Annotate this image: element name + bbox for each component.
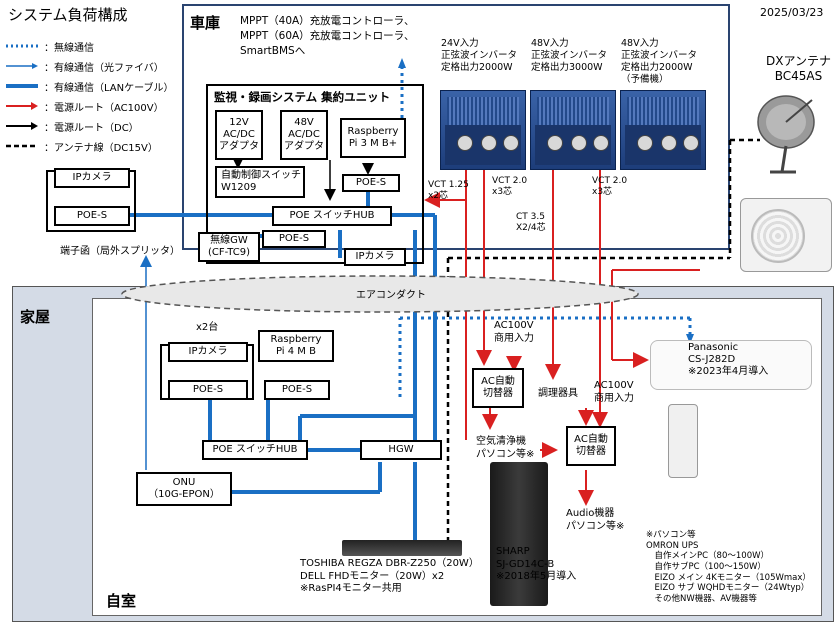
aircon-outdoor-unit bbox=[740, 198, 832, 272]
inverter-3-label: 48V入力 正弦波インバータ 定格出力2000W （予備機） bbox=[621, 38, 698, 85]
dx-antenna-icon bbox=[757, 95, 815, 174]
inverter-3 bbox=[620, 90, 706, 170]
raspberry-pi-4: Raspberry Pi 4 M B bbox=[258, 330, 334, 362]
house-label: 家屋 bbox=[20, 308, 51, 326]
legend-fiber: ：有線通信（光ファイバ） bbox=[4, 58, 164, 74]
legend-lan-line bbox=[6, 84, 38, 88]
date-label: 2025/03/23 bbox=[760, 6, 824, 19]
onu: ONU （10G-EPON） bbox=[136, 472, 232, 506]
aircon-label: Panasonic CS-J282D ※2023年4月導入 bbox=[688, 342, 769, 377]
legend-wireless: ：無線通信 bbox=[4, 38, 94, 54]
audio-label: Audio機器 パソコン等※ bbox=[566, 508, 625, 532]
legend-antenna-label: ：アンテナ線（DC15V） bbox=[44, 142, 158, 154]
legend-antenna: ：アンテナ線（DC15V） bbox=[4, 138, 158, 154]
legend-fiber-line bbox=[6, 63, 38, 69]
poe-s-house-camera: POE-S bbox=[168, 380, 248, 400]
refrigerator-icon bbox=[490, 462, 548, 606]
hgw-router: HGW bbox=[360, 440, 442, 460]
legend-lan: ：有線通信（LANケーブル） bbox=[4, 78, 174, 94]
inverter-2 bbox=[530, 90, 616, 170]
inverter-3-panel bbox=[625, 125, 701, 165]
adapter-12v: 12V AC/DC アダプタ bbox=[215, 110, 263, 160]
dimmer-label: 調理器具 bbox=[538, 388, 578, 399]
tv-recorder-icon bbox=[342, 540, 462, 556]
auto-control-switch: 自動制御スイッチ W1209 bbox=[215, 166, 305, 198]
inverter-2-label: 48V入力 正弦波インバータ 定格出力3000W bbox=[531, 38, 608, 73]
wireless-gateway: 無線GW (CF-TC9) bbox=[198, 232, 260, 262]
ac100v-input-b: AC100V 商用入力 bbox=[594, 380, 634, 404]
inverter-1-panel bbox=[445, 125, 521, 165]
refrigerator-label: SHARP SJ-GD14C-B ※2018年5月導入 bbox=[496, 546, 577, 582]
legend-dc-label: ：電源ルート（DC） bbox=[44, 122, 139, 134]
adapter-48v: 48V AC/DC アダプタ bbox=[280, 110, 328, 160]
ip-camera-house: IPカメラ bbox=[168, 342, 248, 362]
inverter-2-panel bbox=[535, 125, 611, 165]
cable-vct20-a: VCT 2.0 x3芯 bbox=[492, 176, 528, 198]
aggregation-unit bbox=[206, 84, 424, 264]
poe-s-rpi3: POE-S bbox=[342, 174, 400, 192]
legend-dc-line bbox=[6, 122, 38, 130]
poe-switch-hub-garage: POE スイッチHUB bbox=[272, 206, 392, 226]
poe-s-outside: POE-S bbox=[54, 206, 130, 226]
legend-ac-label: ：電源ルート（AC100V） bbox=[44, 102, 164, 114]
cable-vct125: VCT 1.25 x2芯 bbox=[428, 180, 469, 202]
mppt-note: MPPT（40A）充放電コントローラ、 MPPT（60A）充放電コントローラ、 … bbox=[240, 15, 415, 58]
ac-auto-switch-a: AC自動 切替器 bbox=[472, 368, 524, 408]
garage-label: 車庫 bbox=[190, 14, 221, 32]
legend-dc: ：電源ルート（DC） bbox=[4, 118, 139, 134]
cable-ct35: CT 3.5 X2/4芯 bbox=[516, 212, 546, 234]
pc-note: ※パソコン等 OMRON UPS 自作メインPC（80～100W） 自作サブPC… bbox=[646, 530, 811, 604]
inverter-1 bbox=[440, 90, 526, 170]
page-title: システム負荷構成 bbox=[8, 6, 128, 24]
air-purifier-label: 空気清浄機 パソコン等※ bbox=[476, 436, 535, 460]
dx-antenna-label: DXアンテナ BC45AS bbox=[766, 54, 831, 83]
ac-auto-switch-b: AC自動 切替器 bbox=[566, 426, 616, 466]
ip-camera-outside: IPカメラ bbox=[54, 168, 130, 188]
legend-wireless-line bbox=[6, 44, 38, 48]
aircon-outdoor-fan bbox=[751, 209, 805, 263]
legend-ac-line bbox=[6, 102, 38, 110]
aggregation-unit-title: 監視・録画システム 集約ユニット bbox=[214, 90, 391, 104]
raspberry-pi-3: Raspberry Pi 3 M B+ bbox=[340, 118, 406, 158]
ip-camera-garage: IPカメラ bbox=[344, 248, 406, 266]
room-label: 自室 bbox=[106, 592, 137, 610]
tv-recorder-label: TOSHIBA REGZA DBR-Z250（20W） DELL FHDモニター… bbox=[300, 558, 479, 594]
legend-ac: ：電源ルート（AC100V） bbox=[4, 98, 164, 114]
aircon-remote-icon bbox=[668, 404, 698, 478]
poe-s-rpi4: POE-S bbox=[264, 380, 330, 400]
air-conduit-label: エアコンダクト bbox=[356, 290, 426, 301]
terminal-box-label: 端子函（局外スプリッタ） bbox=[60, 246, 180, 257]
inverter-1-label: 24V入力 正弦波インバータ 定格出力2000W bbox=[441, 38, 518, 73]
cable-vct20-b: VCT 2.0 x3芯 bbox=[592, 176, 628, 198]
legend-lan-label: ：有線通信（LANケーブル） bbox=[44, 82, 174, 94]
legend-antenna-line bbox=[6, 144, 38, 148]
camera-count: x2台 bbox=[196, 322, 219, 333]
legend-wireless-label: ：無線通信 bbox=[44, 42, 94, 54]
poe-switch-hub-house: POE スイッチHUB bbox=[202, 440, 308, 460]
legend-fiber-label: ：有線通信（光ファイバ） bbox=[44, 62, 164, 74]
aircon-indoor-unit bbox=[650, 340, 812, 390]
poe-s-gateway: POE-S bbox=[262, 230, 326, 248]
ac100v-input-a: AC100V 商用入力 bbox=[494, 320, 534, 344]
